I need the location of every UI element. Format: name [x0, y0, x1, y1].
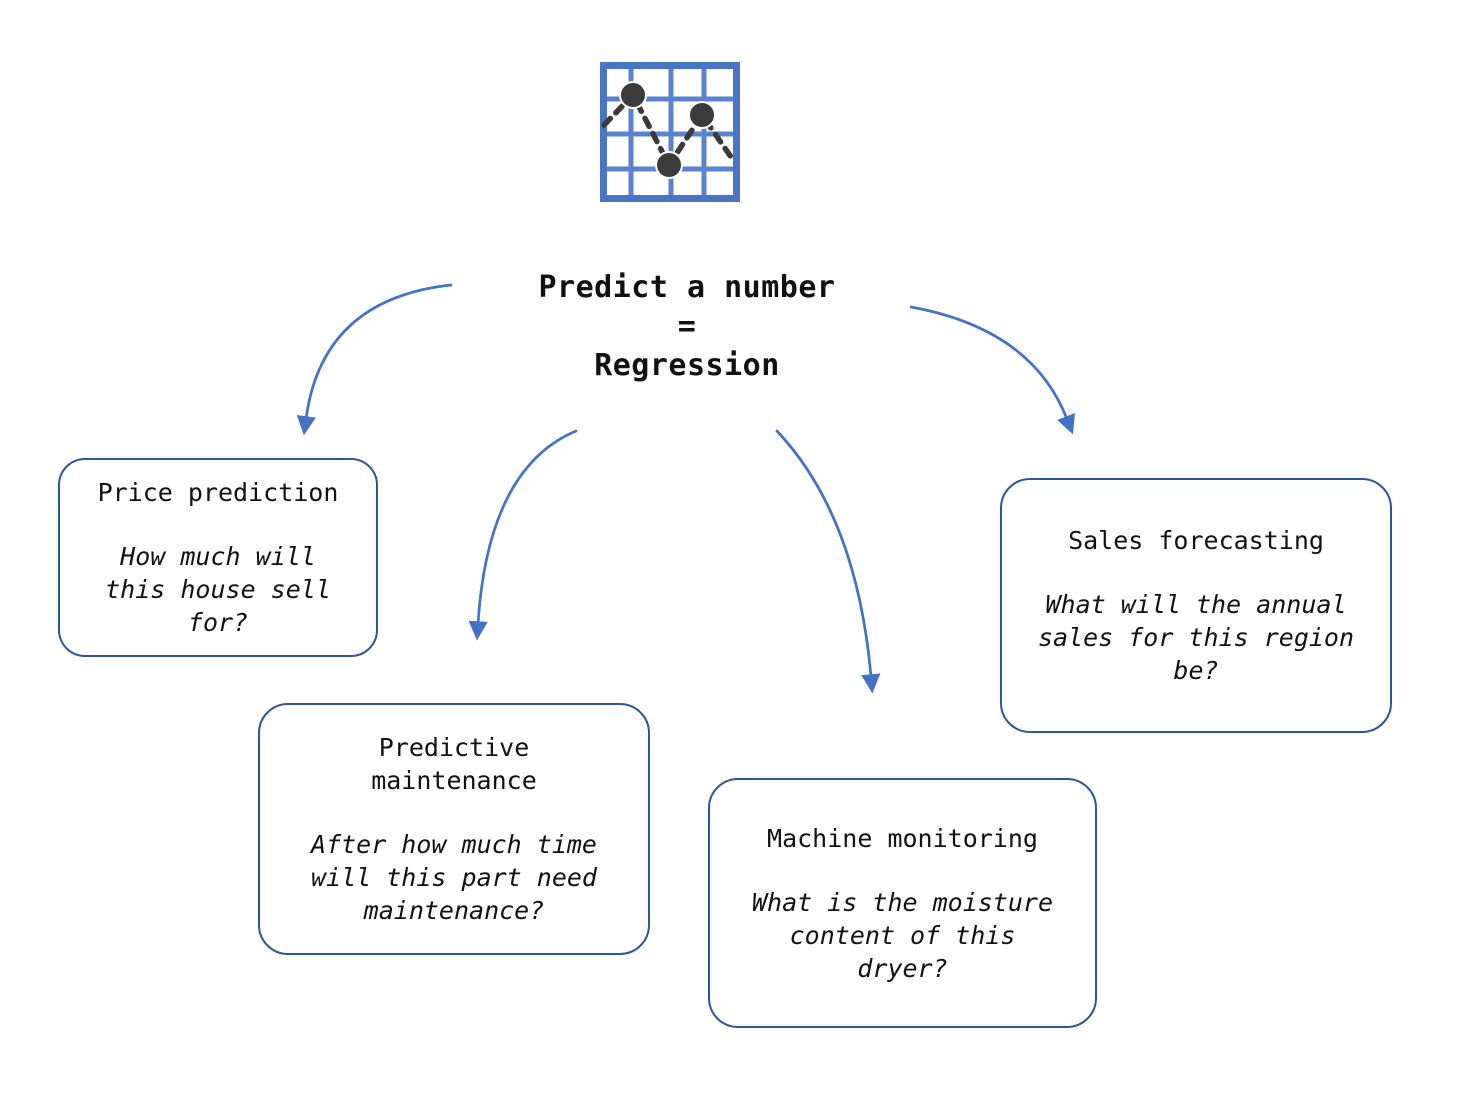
node-question: How much will this house sell for? [105, 542, 331, 637]
scatter-chart-icon [600, 62, 740, 202]
icon-data-points [619, 81, 716, 179]
node-title: Predictive maintenance [371, 733, 537, 795]
node-title: Sales forecasting [1068, 526, 1324, 555]
node-machine-monitoring: Machine monitoring What is the moisture … [708, 778, 1097, 1028]
node-question: What is the moisture content of this dry… [751, 887, 1054, 983]
node-sales-forecasting: Sales forecasting What will the annual s… [1000, 478, 1392, 733]
node-question: After how much time will this part need … [311, 830, 597, 925]
node-title: Machine monitoring [767, 823, 1038, 853]
node-title: Price prediction [97, 478, 339, 507]
arrow-to-price-prediction [296, 283, 453, 436]
arrow-to-predictive-maintenance [468, 429, 578, 641]
arrow-to-machine-monitoring [775, 429, 881, 694]
node-question: What will the annual sales for this regi… [1037, 590, 1355, 685]
node-predictive-maintenance: Predictive maintenance After how much ti… [258, 703, 650, 955]
icon-grid [600, 62, 740, 202]
diagram-title: Predict a number = Regression [538, 270, 836, 383]
node-price-prediction: Price prediction How much will this hous… [58, 458, 378, 657]
